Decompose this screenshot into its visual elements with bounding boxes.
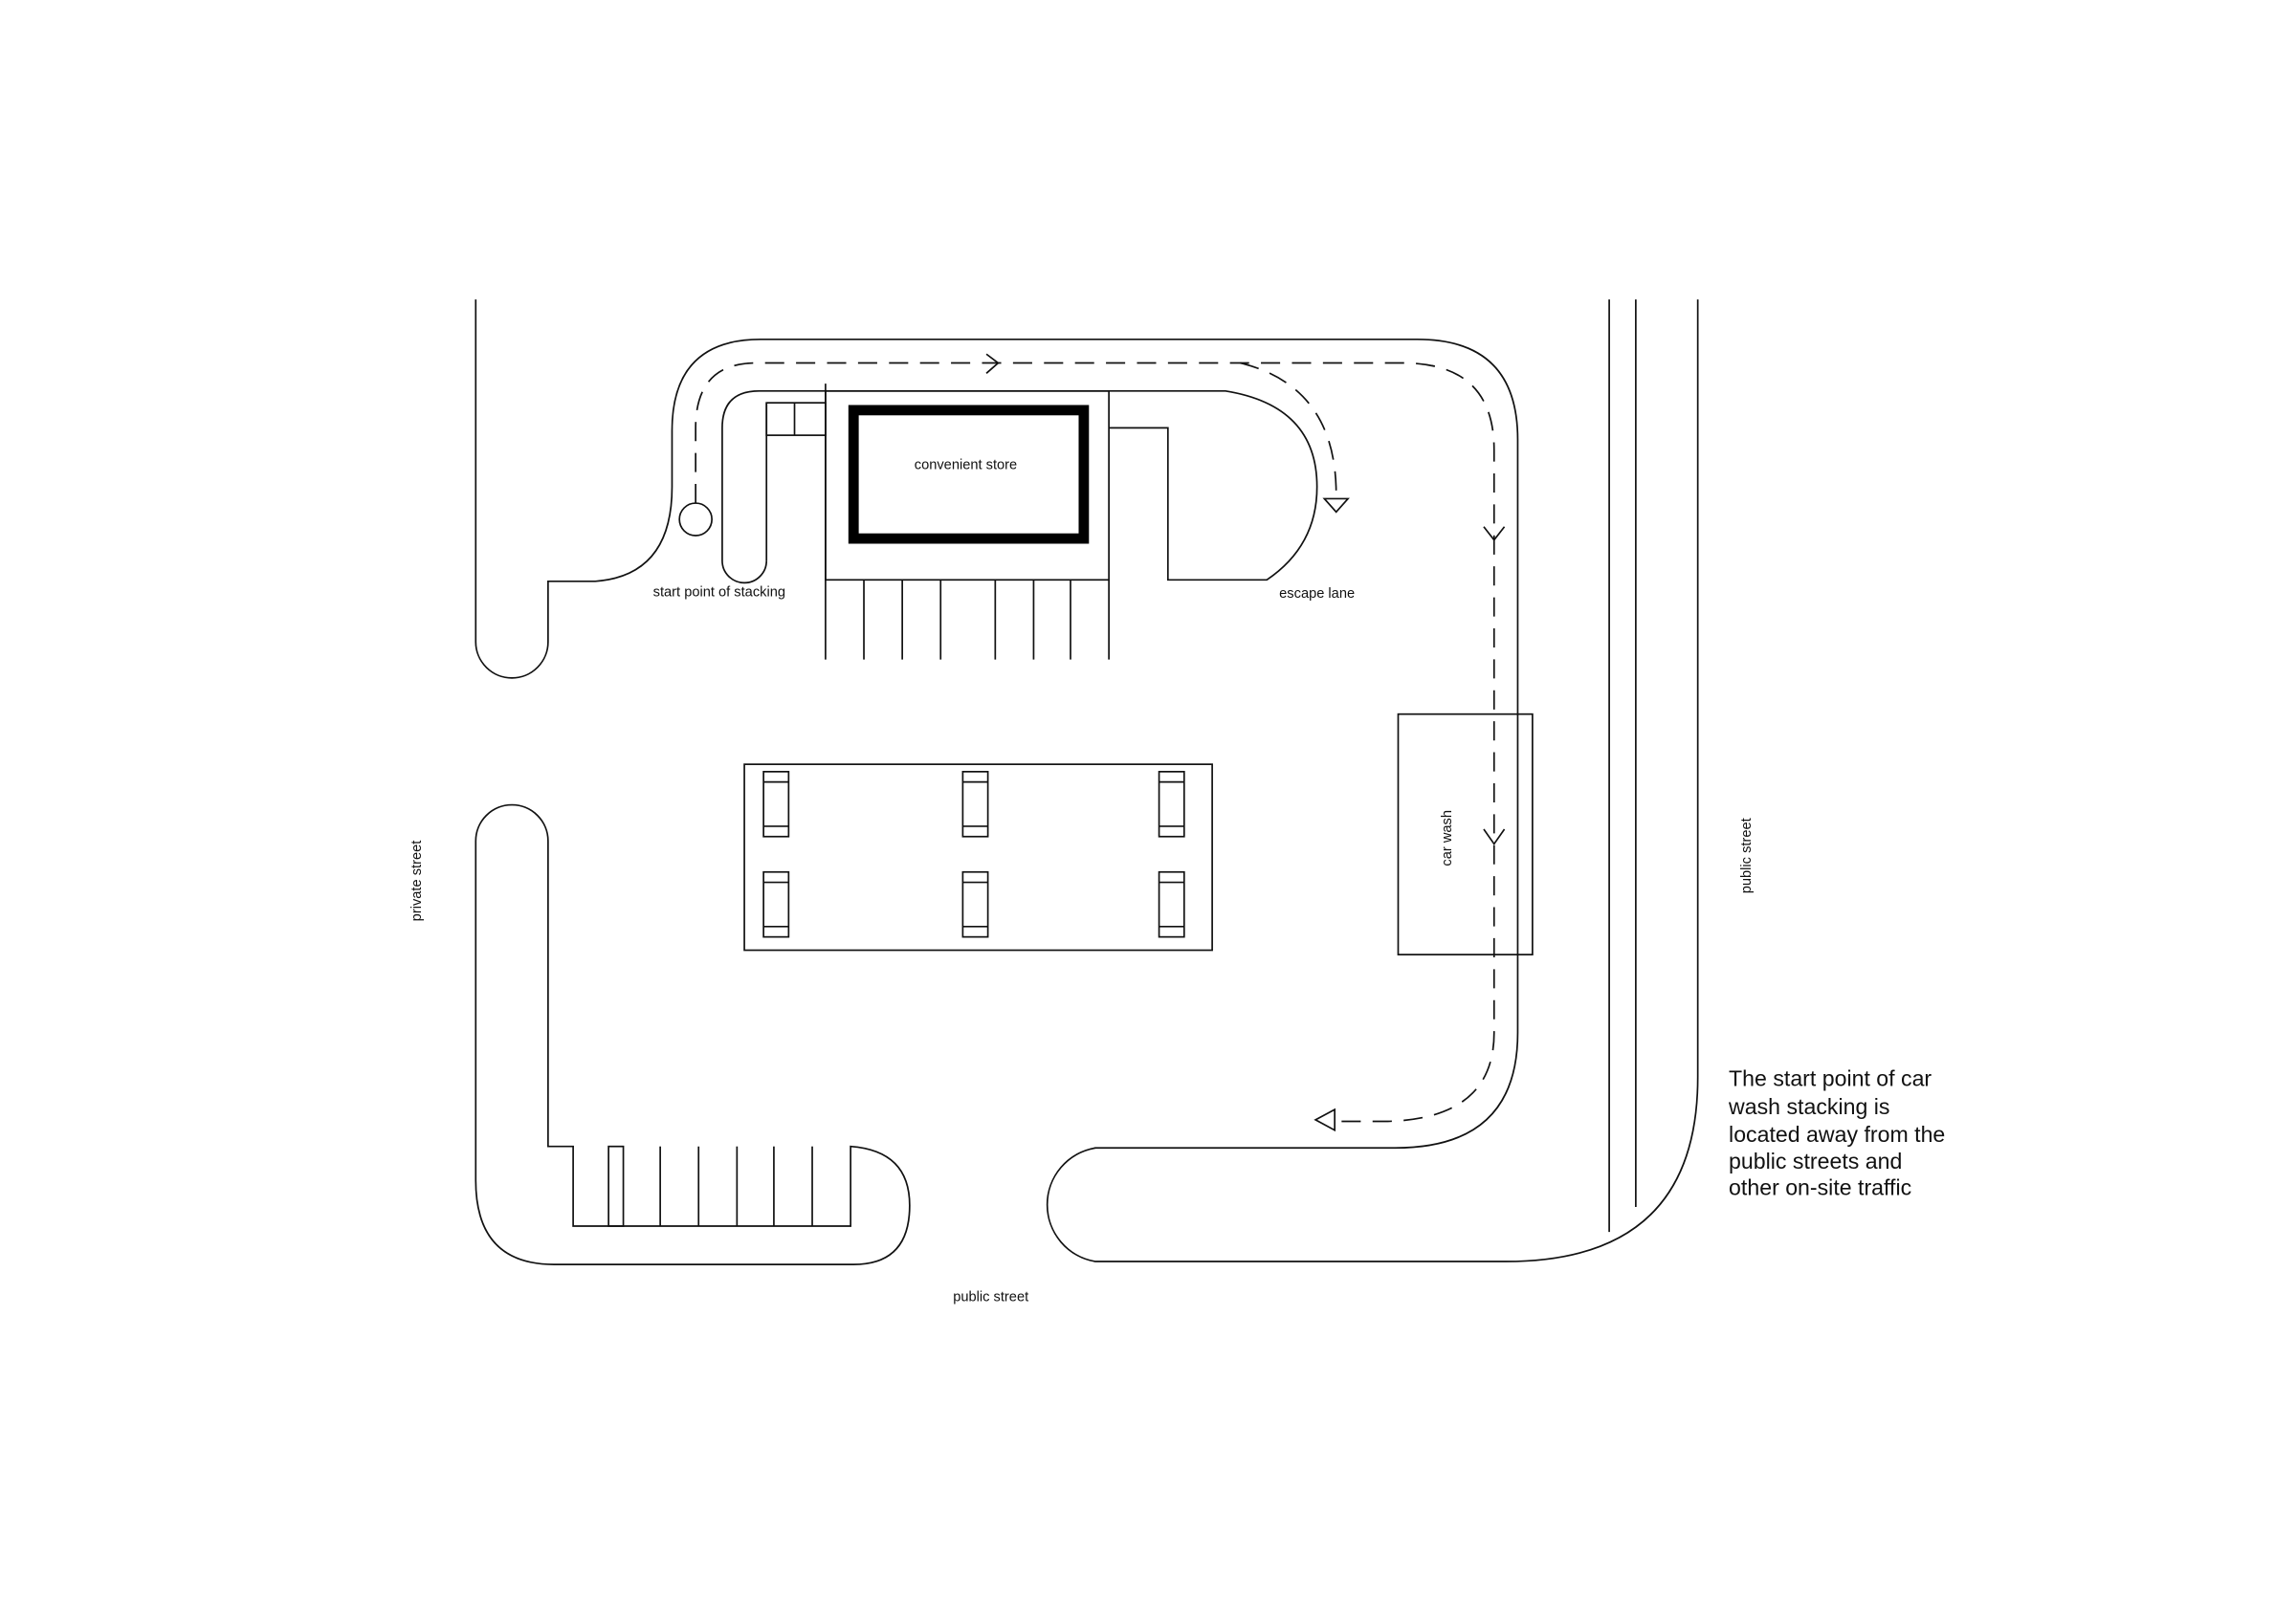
note-line: other on-site traffic	[1729, 1175, 1911, 1200]
note-line: The start point of car	[1729, 1065, 1932, 1090]
private-street-label: private street	[409, 841, 425, 922]
public-street-east-label: public street	[1739, 818, 1755, 893]
start-stacking-label: start point of stacking	[653, 584, 785, 600]
escape-path	[1240, 362, 1337, 494]
store-parking-stalls	[863, 580, 1110, 660]
arrow-down-icon	[1322, 497, 1350, 514]
drive-through-island	[721, 389, 1318, 584]
store-pad	[825, 389, 1110, 581]
stacking-path	[695, 362, 1495, 1123]
car-wash-building	[1397, 713, 1534, 955]
public-street-south-label: public street	[953, 1290, 1028, 1305]
car-wash-label: car wash	[1440, 810, 1455, 866]
convenient-store-building	[848, 405, 1090, 544]
private-street-edge	[475, 299, 1699, 1262]
arrow-left-icon	[1314, 1108, 1336, 1132]
note-text: The start point of car wash stacking is …	[1728, 1065, 1945, 1199]
south-parking-stalls	[607, 1145, 813, 1227]
menu-board	[765, 402, 827, 436]
fuel-canopy	[743, 763, 1213, 952]
arrow-down-icon	[1483, 828, 1506, 845]
arrow-down-icon	[1483, 526, 1506, 542]
note-line: wash stacking is	[1728, 1094, 1889, 1119]
south-parking-lot	[475, 803, 911, 1265]
note-line: public streets and	[1729, 1149, 1902, 1173]
fuel-pumps	[762, 770, 1185, 938]
note-line: located away from the	[1729, 1122, 1945, 1147]
store-label: convenient store	[915, 458, 1017, 473]
escape-lane-label: escape lane	[1279, 586, 1355, 602]
start-point-circle-icon	[678, 502, 713, 537]
arrow-right-icon	[985, 353, 1000, 374]
